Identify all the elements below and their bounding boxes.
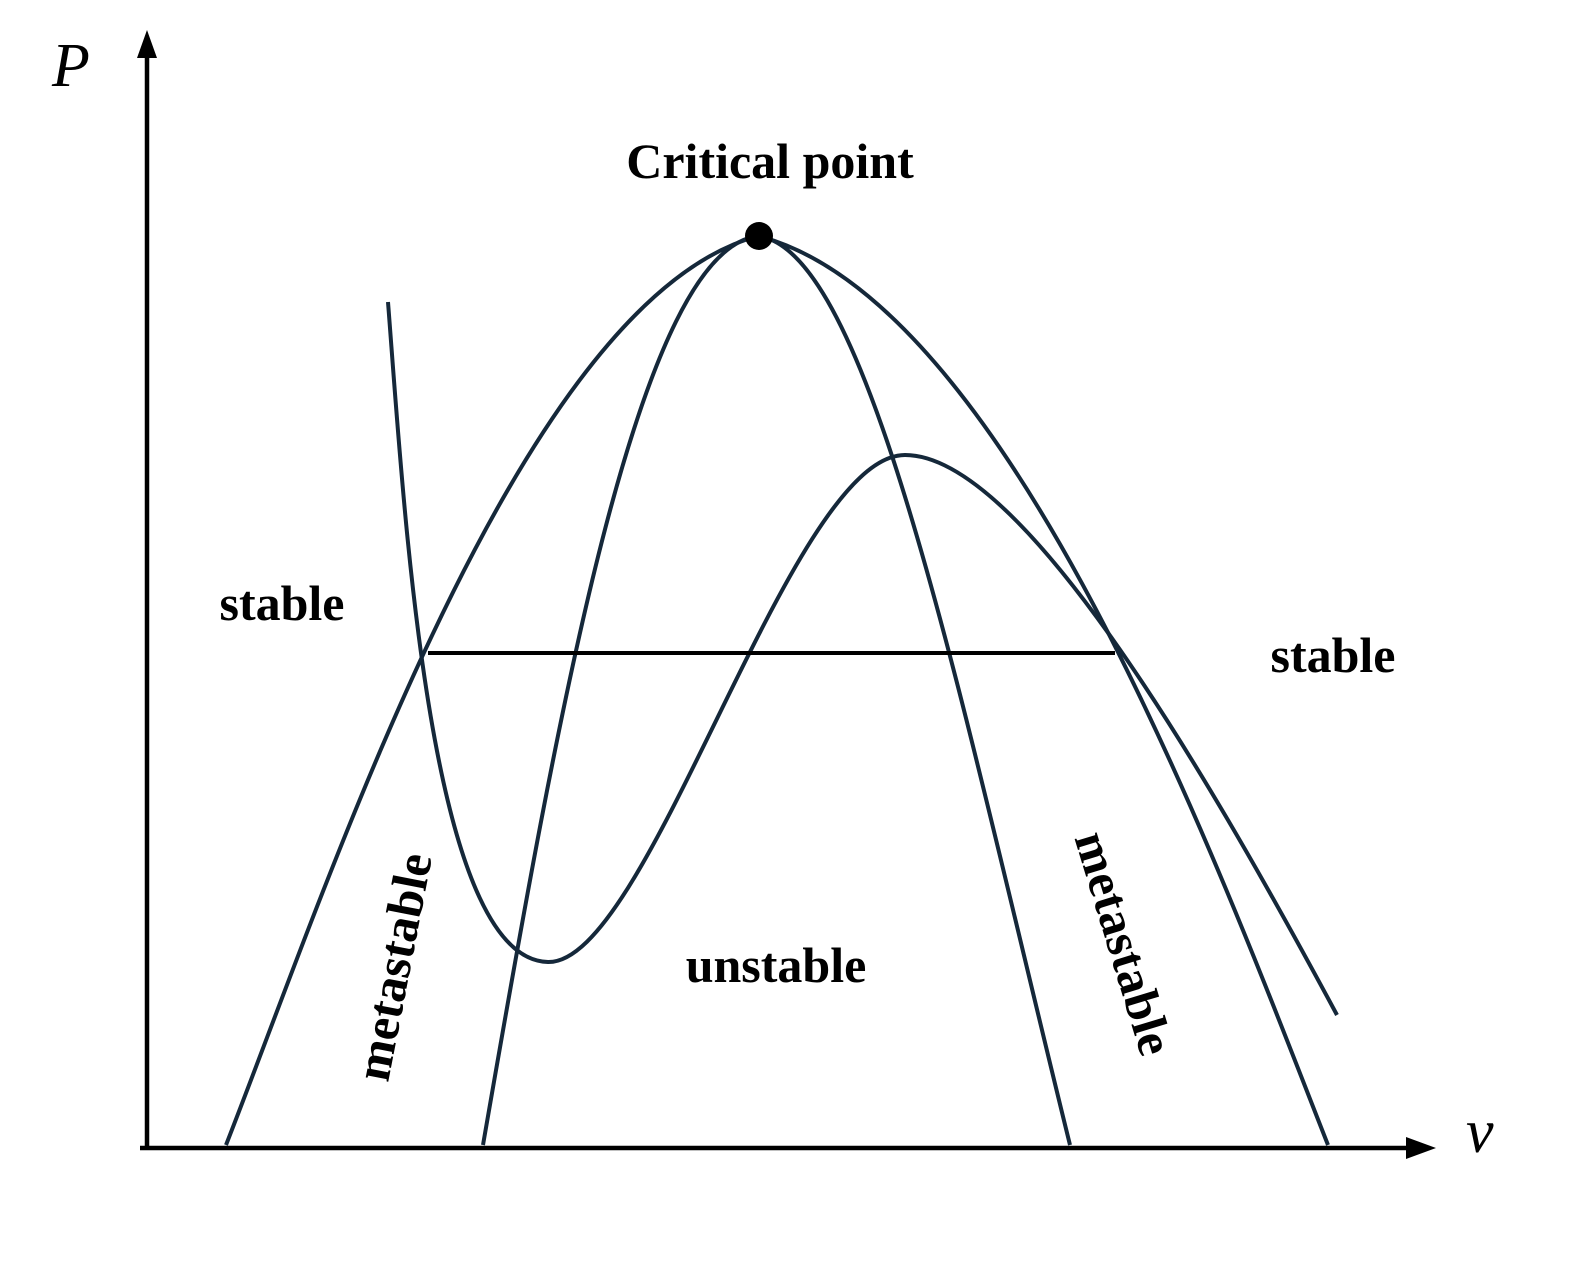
spinodal-curve <box>481 233 1072 1146</box>
y-axis-arrow-icon <box>137 30 157 58</box>
stable-left-label: stable <box>220 575 345 631</box>
critical-point-label: Critical point <box>626 133 914 189</box>
metastable-right-label: metastable <box>1064 825 1185 1062</box>
x-axis-arrow-icon <box>1406 1137 1436 1159</box>
y-axis-label: P <box>51 32 90 100</box>
metastable-left-label: metastable <box>344 848 443 1085</box>
x-axis-label: v <box>1466 1098 1494 1166</box>
unstable-label: unstable <box>686 937 867 993</box>
stable-right-label: stable <box>1271 627 1396 683</box>
isotherm-curve <box>386 301 1339 1016</box>
critical-point-marker <box>745 222 773 250</box>
